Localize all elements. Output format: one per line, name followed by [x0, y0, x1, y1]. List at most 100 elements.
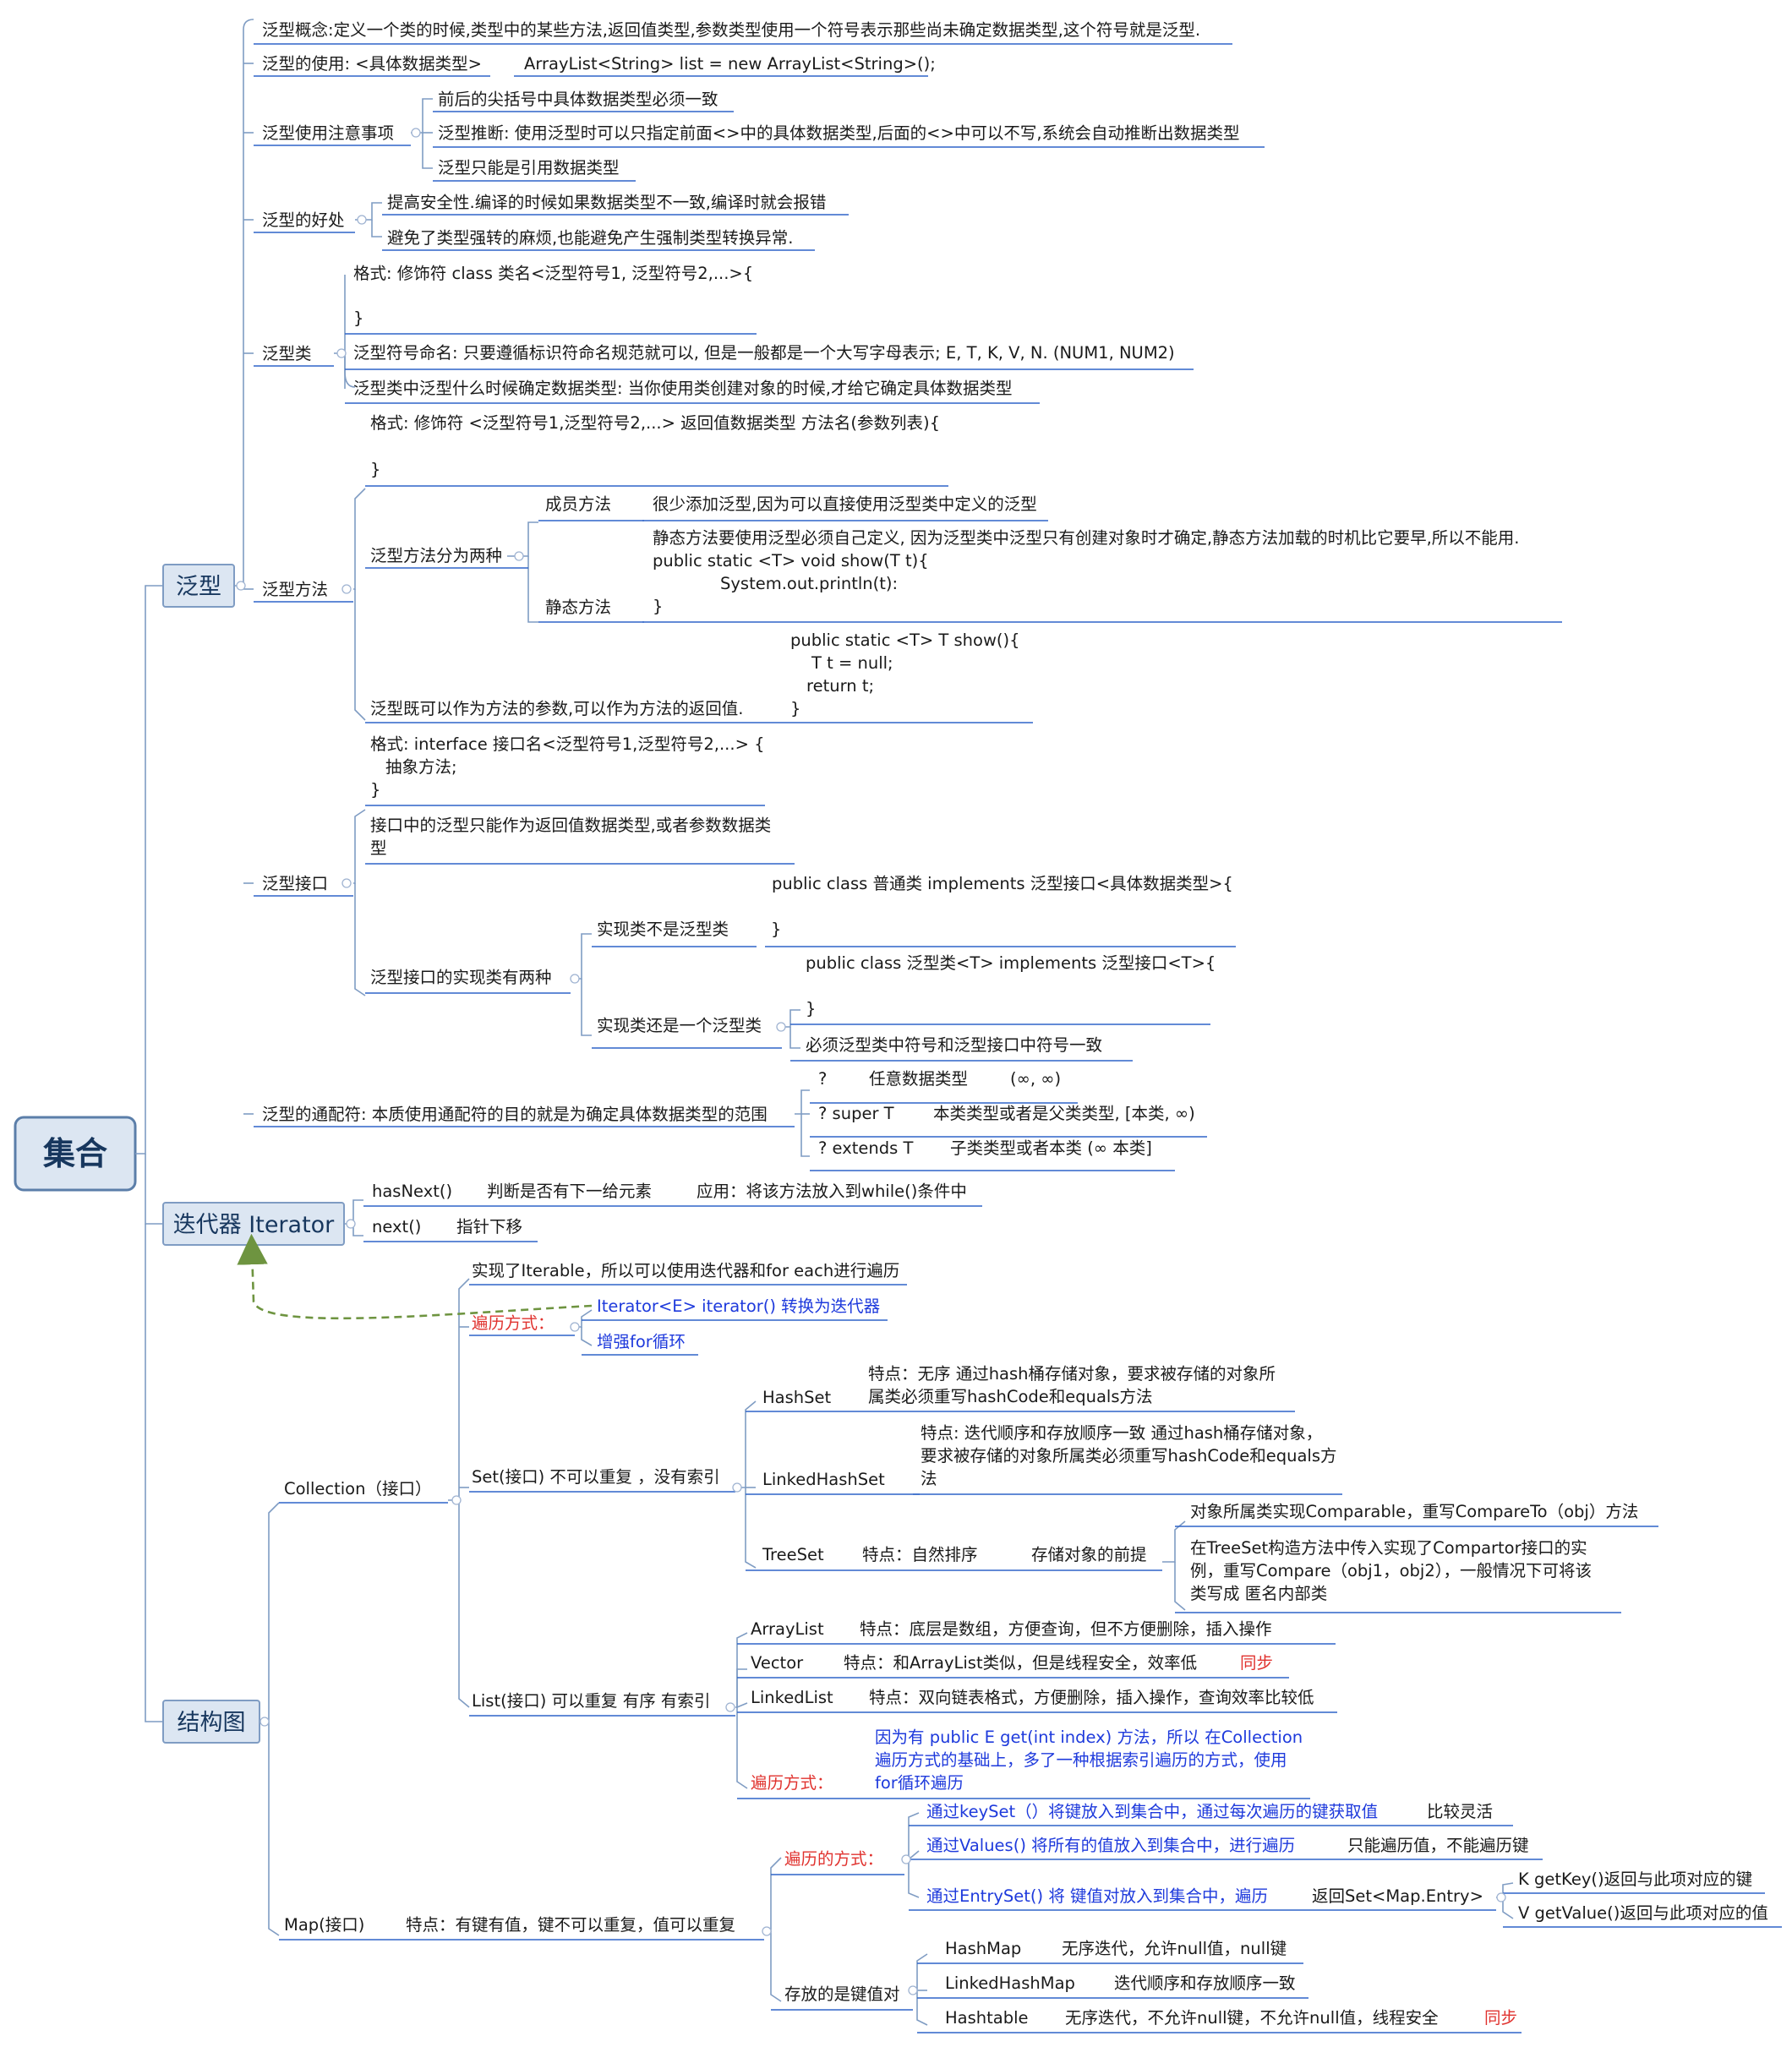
set-label: Set(接口) 不可以重复 ，没有索引	[472, 1467, 720, 1487]
generics-method-static-3: System.out.println(t):	[720, 574, 898, 593]
collapse-toggle[interactable]	[346, 1219, 356, 1229]
generics-method-format-2: }	[370, 460, 380, 479]
generics-interface-return-2: 型	[370, 838, 387, 858]
generics-method-static-4: }	[653, 597, 663, 616]
generics-class-format-1: 格式: 修饰符 class 类名<泛型符号1, 泛型符号2,...>{	[353, 264, 753, 283]
collapse-toggle[interactable]	[341, 584, 352, 594]
generics-usage: 泛型的使用: <具体数据类型>	[262, 54, 482, 74]
linkedlist-label: LinkedList	[751, 1688, 833, 1707]
iterator-links	[344, 1199, 363, 1236]
generics-method: 泛型方法	[262, 580, 328, 599]
generics-interface-impl-b-3: 必须泛型类中符号和泛型接口中符号一致	[806, 1035, 1102, 1055]
branch-structure[interactable]: 结构图	[162, 1700, 260, 1744]
treeset-label: TreeSet	[762, 1545, 824, 1564]
generics-underlines	[254, 43, 1562, 1171]
generics-interface-impl-a-2: }	[771, 920, 781, 939]
collapse-toggle[interactable]	[1496, 1892, 1506, 1902]
iterator-text: hasNext() 判断是否有下一给元素 应用：将该方法放入到while()条件…	[372, 1182, 967, 1236]
generics-method-param: 泛型既可以作为方法的参数,可以作为方法的返回值.	[370, 699, 743, 718]
generics-interface-format-2: 抽象方法;	[385, 757, 457, 777]
generics-benefit-2: 避免了类型强转的麻烦,也能避免产生强制类型转换异常.	[387, 228, 793, 248]
generics-interface-impl-a: 实现类不是泛型类	[597, 920, 729, 939]
collapse-toggle[interactable]	[260, 1717, 270, 1727]
map-desc: 特点：有键有值，键不可以重复，值可以重复	[406, 1915, 735, 1935]
iterator-hasnext: hasNext()	[372, 1182, 452, 1201]
generics-benefit: 泛型的好处	[262, 210, 345, 230]
collapse-toggle[interactable]	[570, 1322, 580, 1332]
map-values-note: 只能遍历值，不能遍历键	[1347, 1836, 1529, 1855]
collapse-toggle[interactable]	[357, 215, 367, 225]
collapse-toggle[interactable]	[341, 878, 352, 888]
linkedhashmap-label: LinkedHashMap	[945, 1973, 1075, 1993]
collapse-toggle[interactable]	[451, 1495, 462, 1505]
generics-interface-impl-a-1: public class 普通类 implements 泛型接口<具体数据类型>…	[772, 874, 1233, 893]
collapse-toggle[interactable]	[732, 1482, 742, 1493]
collapse-toggle[interactable]	[725, 1702, 735, 1712]
generics-method-param-1: public static <T> T show(){	[790, 630, 1020, 650]
generics-wildcard-2: ? super T	[818, 1104, 894, 1123]
collapse-toggle[interactable]	[411, 128, 421, 138]
linkedhashset-desc-1: 特点: 迭代顺序和存放顺序一致 通过hash桶存储对象，	[921, 1423, 1322, 1443]
arraylist-label: ArrayList	[751, 1619, 824, 1639]
generics-wildcard: 泛型的通配符: 本质使用通配符的目的就是为确定具体数据类型的范围	[262, 1105, 768, 1124]
hashmap-label: HashMap	[945, 1939, 1021, 1958]
generics-notes: 泛型使用注意事项	[262, 123, 394, 143]
generics-notes-3: 泛型只能是引用数据类型	[438, 158, 620, 177]
collapse-toggle[interactable]	[776, 1022, 786, 1032]
map-keyset: 通过keySet（）将键放入到集合中，通过每次遍历的键获取值	[926, 1802, 1378, 1821]
map-keyset-note: 比较灵活	[1427, 1802, 1493, 1821]
generics-wildcard-1: ?	[818, 1069, 827, 1089]
generics-method-member: 成员方法	[545, 494, 611, 514]
generics-method-two: 泛型方法分为两种	[370, 546, 502, 565]
collection-traverse: 遍历方式：	[472, 1313, 555, 1333]
generics-class-when: 泛型类中泛型什么时候确定数据类型: 当你使用类创建对象的时候,才给它确定具体数据…	[353, 379, 1012, 398]
collapse-toggle[interactable]	[908, 1985, 918, 1995]
generics-interface-impl-b: 实现类还是一个泛型类	[597, 1016, 762, 1035]
collapse-toggle[interactable]	[570, 974, 580, 984]
vector-sync: 同步	[1240, 1653, 1273, 1673]
iterator-reference-arrow	[237, 1233, 593, 1320]
hashset-desc-1: 特点：无序 通过hash桶存储对象，要求被存储的对象所	[868, 1364, 1276, 1384]
hashtable-desc: 无序迭代，不允许null键，不允许null值，线程安全	[1065, 2008, 1439, 2028]
branch-iterator-label: 迭代器 Iterator	[173, 1212, 335, 1238]
collapse-toggle[interactable]	[514, 551, 524, 561]
generics-method-member-desc: 很少添加泛型,因为可以直接使用泛型类中定义的泛型	[653, 494, 1037, 514]
collapse-toggle[interactable]	[762, 1926, 772, 1936]
map-getvalue: V getValue()返回与此项对应的值	[1518, 1903, 1768, 1923]
generics-usage-example: ArrayList<String> list = new ArrayList<S…	[524, 54, 936, 74]
root-label: 集合	[42, 1135, 107, 1172]
branch-generics-label: 泛型	[176, 574, 221, 600]
generics-text: 泛型概念:定义一个类的时候,类型中的某些方法,返回值类型,参数类型使用一个符号表…	[262, 20, 1520, 1158]
treeset-desc-1: 特点：自然排序	[862, 1545, 978, 1564]
treeset-desc-2: 存储对象的前提	[1031, 1545, 1147, 1564]
generics-interface-impl: 泛型接口的实现类有两种	[370, 968, 552, 987]
linkedhashset-desc-3: 法	[921, 1469, 937, 1488]
collapse-toggle[interactable]	[336, 348, 347, 358]
collection-traverse-1: Iterator<E> iterator() 转换为迭代器	[597, 1296, 880, 1316]
hashtable-sync: 同步	[1484, 2008, 1517, 2028]
generics-method-param-4: }	[790, 699, 800, 718]
linkedlist-desc: 特点：双向链表格式，方便删除，插入操作，查询效率比较低	[869, 1688, 1314, 1707]
map-values: 通过Values() 将所有的值放入到集合中，进行遍历	[926, 1836, 1295, 1855]
branch-generics[interactable]: 泛型	[162, 564, 235, 608]
collapse-toggles[interactable]	[236, 128, 1506, 1995]
collection-iterable: 实现了Iterable，所以可以使用迭代器和for each进行遍历	[472, 1261, 899, 1280]
list-traverse-3: for循环遍历	[875, 1773, 964, 1793]
generics-interface-impl-b-2: }	[806, 999, 816, 1018]
generics-interface: 泛型接口	[262, 874, 328, 893]
root-node[interactable]: 集合	[14, 1116, 137, 1192]
generics-method-param-2: T t = null;	[811, 653, 893, 673]
generics-notes-2: 泛型推断: 使用泛型时可以只指定前面<>中的具体数据类型,后面的<>中可以不写,…	[438, 123, 1240, 143]
branch-iterator[interactable]: 迭代器 Iterator	[162, 1202, 345, 1246]
treeset-comparator-1: 在TreeSet构造方法中传入实现了Compartor接口的实	[1190, 1538, 1587, 1558]
generics-interface-impl-b-1: public class 泛型类<T> implements 泛型接口<T>{	[806, 953, 1216, 973]
generics-benefit-1: 提高安全性.编译的时候如果数据类型不一致,编译时就会报错	[387, 193, 826, 212]
hashmap-desc: 无序迭代，允许null值，null键	[1062, 1939, 1287, 1958]
list-traverse: 遍历方式：	[751, 1773, 833, 1793]
collapse-toggle[interactable]	[901, 1854, 911, 1864]
collapse-toggle[interactable]	[236, 581, 246, 591]
linkedhashset-label: LinkedHashSet	[762, 1470, 885, 1489]
hashset-label: HashSet	[762, 1388, 832, 1407]
treeset-comparable: 对象所属类实现Comparable，重写CompareTo（obj）方法	[1190, 1502, 1638, 1521]
